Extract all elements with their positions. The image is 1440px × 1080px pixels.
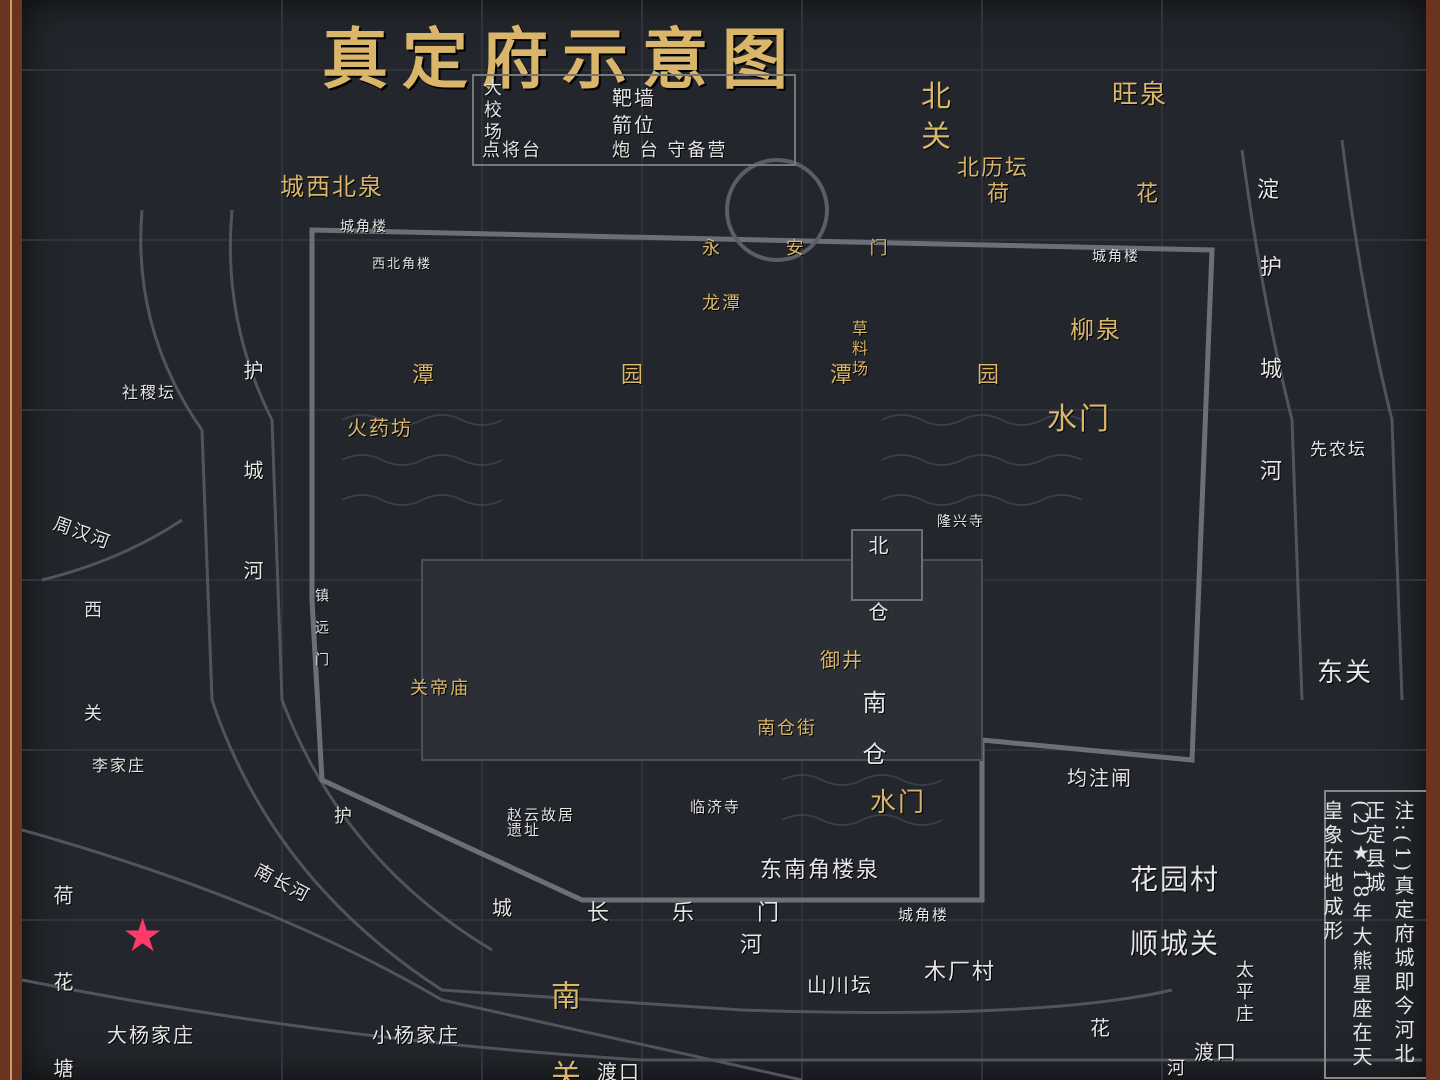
label-north-water-gate: 水门 xyxy=(1047,402,1111,437)
label-guan-di-temple: 关帝庙 xyxy=(410,678,470,699)
label-hua-southeast: 花 xyxy=(1090,1016,1112,1040)
label-liu-quan: 柳泉 xyxy=(1070,316,1122,344)
label-bei-guan: 北关 xyxy=(915,80,950,160)
label-cao-liao-chang: 草料场 xyxy=(849,320,868,380)
label-hu-southwest: 护 xyxy=(334,806,354,827)
label-cheng-xi-bei-quan: 城西北泉 xyxy=(280,173,384,201)
label-long-tan: 龙潭 xyxy=(702,293,742,314)
note-line-2: (2)★18年大熊星座在天皇象在地成形 xyxy=(1320,800,1373,1070)
legend-cannon-platform: 炮 台 守备营 xyxy=(612,140,728,161)
legend-arrow-position: 箭位 xyxy=(612,113,656,137)
label-nan-cang: 南 仓 xyxy=(858,690,886,776)
label-jun-zhu-sluice: 均注闸 xyxy=(1067,766,1133,790)
label-dong-guan: 东关 xyxy=(1317,658,1374,688)
military-legend-box xyxy=(472,74,796,166)
label-xian-nong-tan: 先农坛 xyxy=(1310,440,1367,460)
label-da-yang-village: 大杨家庄 xyxy=(107,1023,195,1047)
label-he-hua: 荷 花 xyxy=(987,182,1218,207)
map-board: 真定府示意图 大 校 场 点将台 靶墙 箭位 炮 台 守备营 北关 旺泉 城西北… xyxy=(22,0,1426,1080)
label-corner-tower-se: 城角楼 xyxy=(898,906,950,924)
label-corner-tower-ne: 城角楼 xyxy=(1092,249,1140,265)
label-nan-guan: 南 关 xyxy=(545,980,580,1080)
label-cheng: 城 xyxy=(492,896,514,920)
legend-col1-c: 场 xyxy=(484,122,504,143)
label-bei-li-tan: 北历坛 xyxy=(957,156,1030,181)
label-chang-le-gate: 长 乐 门 xyxy=(587,901,807,926)
label-tai-ping-village: 太平庄 xyxy=(1233,960,1254,1026)
label-hu-tuo-river: 淀 xyxy=(1257,178,1282,203)
label-imperial-well: 御井 xyxy=(820,648,864,672)
legend-col1-a: 大 xyxy=(484,78,504,99)
label-shun-cheng-guan: 顺城关 xyxy=(1130,927,1221,960)
label-gunpowder-workshop: 火药坊 xyxy=(347,416,413,440)
label-southeast-corner-spring: 东南角楼泉 xyxy=(760,858,881,883)
legend-col1-b: 校 xyxy=(484,100,504,121)
note-line-1: 注:(1)真定府城即今河北正定县城 xyxy=(1362,800,1415,1068)
legend-target-wall: 靶墙 xyxy=(612,86,656,110)
map-note: 注:(1)真定府城即今河北正定县城 (2)★18年大熊星座在天皇象在地成形 xyxy=(1320,790,1426,1079)
label-moat-west: 护城河 xyxy=(240,360,264,660)
label-zhao-yun-residence: 赵云故居遗址 xyxy=(507,806,576,839)
label-mu-chang-village: 木厂村 xyxy=(924,960,997,985)
label-zhen-yuan-gate: 镇远门 xyxy=(313,588,329,684)
label-xi-guan: 西 关 xyxy=(81,600,102,762)
label-bei-cang: 北 仓 xyxy=(865,535,889,642)
map-title: 真定府示意图 xyxy=(322,20,802,98)
legend-col1-bottom: 点将台 xyxy=(482,140,542,161)
label-he-south: 河 xyxy=(740,933,765,958)
label-nan-cang-street: 南仓街 xyxy=(757,718,817,739)
label-li-jia-zhuang: 李家庄 xyxy=(92,756,147,775)
label-long-xing-temple: 隆兴寺 xyxy=(937,514,985,530)
label-lotus-pond: 荷 花 塘 xyxy=(50,885,74,1080)
label-xiao-yang-village: 小杨家庄 xyxy=(372,1023,460,1047)
label-he-southeast: 河 xyxy=(1167,1058,1187,1079)
label-ferry-east: 渡口 xyxy=(1194,1040,1238,1064)
label-hua-yuan-village: 花园村 xyxy=(1130,863,1221,896)
label-nw-corner-tower: 西北角楼 xyxy=(372,257,433,272)
label-wang-quan: 旺泉 xyxy=(1112,80,1169,110)
map-relief xyxy=(22,0,1426,1080)
label-ferry-south: 渡口 xyxy=(597,1060,641,1080)
label-shan-chuan-altar: 山川坛 xyxy=(807,973,873,997)
label-she-ji-tan: 社稷坛 xyxy=(122,383,177,402)
label-tan-yuan-tan: 潭 园 潭 xyxy=(412,363,942,388)
label-lin-ji-temple: 临济寺 xyxy=(690,798,742,816)
star-icon: ★ xyxy=(122,908,164,962)
label-moat-east: 护城河 xyxy=(1256,255,1281,561)
label-corner-tower-nw: 城角楼 xyxy=(340,219,388,235)
label-yong-an-gate: 永 安 门 xyxy=(702,238,918,259)
label-south-water-gate: 水门 xyxy=(870,788,927,818)
label-yuan: 园 xyxy=(977,363,1002,388)
